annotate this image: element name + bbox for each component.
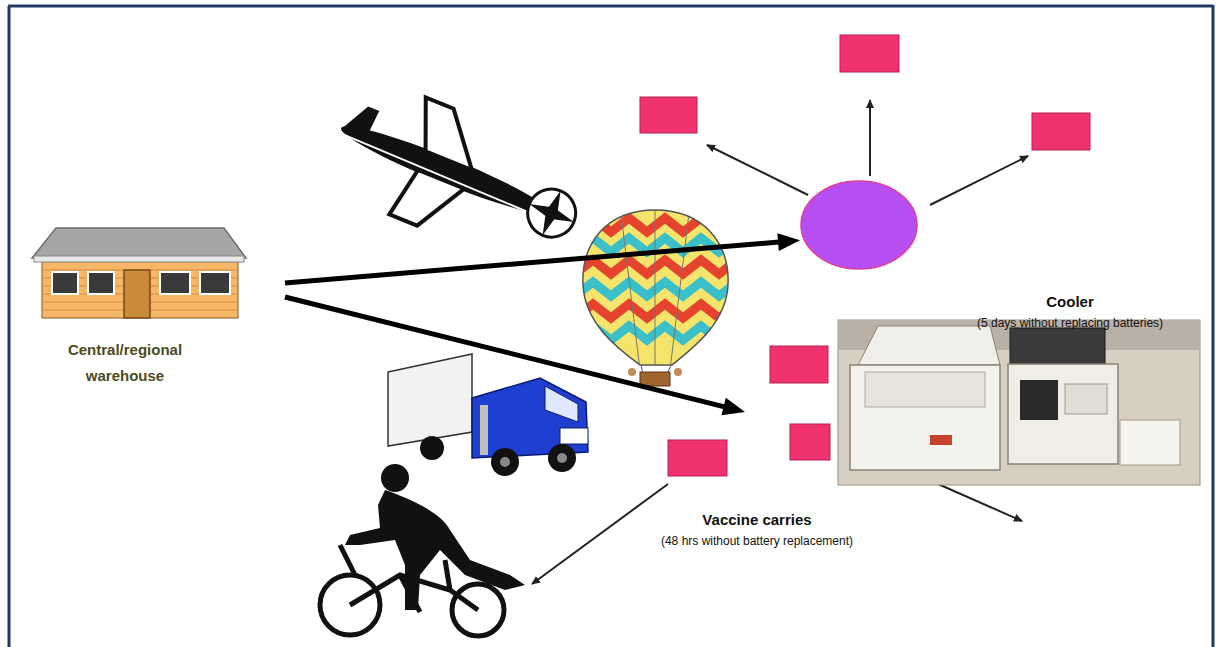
delivery-truck bbox=[491, 448, 519, 476]
cooler-photo bbox=[838, 320, 1200, 485]
hot-air-balloon bbox=[575, 205, 737, 386]
site-box bbox=[640, 35, 1090, 476]
hub-ellipse: Cooler(5 days without replacing batterie… bbox=[800, 180, 918, 270]
airplane-sketch bbox=[315, 71, 596, 279]
delivery-truck bbox=[545, 386, 578, 422]
frame-border bbox=[8, 5, 1213, 8]
frame-border bbox=[8, 6, 11, 647]
ellipse-outline bbox=[801, 181, 917, 269]
node-label-group: Vaccine carries(48 hrs without battery r… bbox=[617, 508, 897, 550]
hot-air-balloon bbox=[620, 205, 640, 370]
node-note: (48 hrs without battery replacement) bbox=[617, 532, 897, 550]
site-box bbox=[640, 97, 697, 133]
bicycle-rider bbox=[445, 560, 450, 590]
warehouse-node: Central/regional warehouse bbox=[35, 225, 285, 325]
cooler-photo bbox=[930, 435, 952, 445]
ellipse-outline bbox=[800, 180, 918, 270]
hot-air-balloon bbox=[575, 238, 737, 252]
airplane-sketch bbox=[335, 132, 535, 215]
node-heading: Cooler bbox=[940, 290, 1200, 314]
warehouse-house bbox=[32, 228, 246, 258]
delivery-truck bbox=[472, 378, 588, 458]
warehouse-house bbox=[32, 228, 246, 318]
node-label-group: Central/regional warehouse bbox=[55, 337, 195, 389]
hot-air-balloon bbox=[575, 218, 737, 232]
site-box bbox=[840, 35, 899, 72]
hot-air-balloon bbox=[628, 368, 636, 376]
flow-arrow bbox=[285, 242, 782, 283]
delivery-truck bbox=[388, 354, 472, 446]
delivery-truck bbox=[480, 405, 488, 455]
site-box bbox=[790, 424, 830, 460]
node-heading: Vaccine carries bbox=[617, 508, 897, 532]
flow-arrow bbox=[285, 297, 728, 408]
warehouse-house bbox=[52, 272, 78, 294]
carrier-group: Vaccine carries(48 hrs without battery r… bbox=[745, 320, 1200, 560]
delivery-truck bbox=[388, 354, 588, 476]
hot-air-balloon bbox=[575, 205, 737, 370]
cooler-photo bbox=[858, 326, 1000, 365]
warehouse-house bbox=[34, 256, 244, 262]
arrow-head bbox=[777, 233, 800, 251]
delivery-truck bbox=[548, 444, 576, 472]
site-box bbox=[1032, 113, 1090, 150]
cooler-photo bbox=[850, 365, 1000, 470]
delivery-truck bbox=[500, 457, 510, 467]
cooler-photo bbox=[1120, 420, 1180, 465]
arrow-head bbox=[721, 398, 745, 415]
frame-border bbox=[8, 5, 1213, 647]
site-box bbox=[668, 440, 727, 476]
node-note: (5 days without replacing batteries) bbox=[940, 314, 1200, 332]
warehouse-house bbox=[88, 272, 114, 294]
airplane-sketch bbox=[527, 199, 576, 228]
node-heading: Central/regional warehouse bbox=[55, 337, 195, 389]
cooler-photo bbox=[1020, 380, 1058, 420]
warehouse-house bbox=[200, 272, 230, 294]
cooler-photo bbox=[1065, 384, 1107, 414]
bicycle-rider bbox=[345, 490, 525, 610]
airplane-sketch bbox=[389, 166, 464, 237]
hot-air-balloon bbox=[670, 205, 690, 370]
cooler-photo bbox=[838, 320, 1200, 485]
cooler-photo bbox=[865, 372, 985, 407]
cooler-photo bbox=[1010, 328, 1105, 364]
delivery-truck bbox=[420, 436, 444, 460]
site-box bbox=[770, 346, 828, 383]
hot-air-balloon bbox=[583, 210, 728, 365]
airplane-sketch bbox=[520, 182, 582, 244]
hub-to-site-arrows bbox=[707, 145, 808, 195]
hot-air-balloon bbox=[674, 368, 682, 376]
hot-air-balloon bbox=[575, 304, 737, 318]
warehouse-house bbox=[160, 272, 190, 294]
flow-arrow bbox=[285, 233, 800, 283]
hot-air-balloon bbox=[575, 282, 737, 296]
bicycle-rider bbox=[320, 464, 525, 636]
bicycle-rider bbox=[381, 464, 409, 492]
hot-air-balloon bbox=[640, 372, 670, 386]
delivery-truck bbox=[560, 428, 588, 444]
hub-to-site-arrows bbox=[869, 100, 871, 176]
hub-to-site-arrows bbox=[938, 484, 1022, 521]
bicycle-rider bbox=[340, 545, 355, 575]
hot-air-balloon bbox=[575, 260, 737, 274]
hub-to-site-arrows bbox=[532, 100, 1028, 584]
delivery-truck bbox=[557, 453, 567, 463]
warehouse-house bbox=[42, 254, 238, 318]
frame-border bbox=[1212, 5, 1215, 647]
cooler-photo bbox=[1008, 364, 1118, 464]
hot-air-balloon bbox=[655, 205, 656, 370]
airplane-sketch bbox=[344, 101, 380, 137]
hub-to-site-arrows bbox=[532, 484, 668, 584]
warehouse-house bbox=[124, 270, 150, 318]
flow-arrow bbox=[285, 297, 745, 415]
airplane-sketch bbox=[407, 98, 491, 171]
hub-to-site-arrows bbox=[930, 156, 1028, 205]
node-label-group: Cooler(5 days without replacing batterie… bbox=[940, 290, 1200, 332]
